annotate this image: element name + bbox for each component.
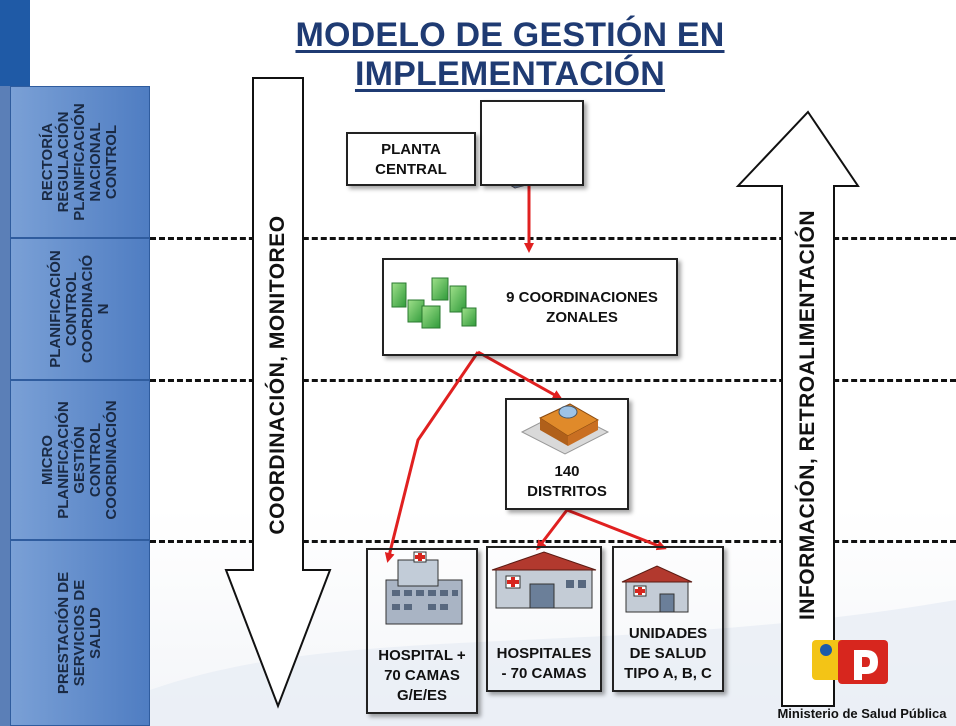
ministry-caption: Ministerio de Salud Pública xyxy=(777,706,947,721)
planta-central-label: PLANTA CENTRAL xyxy=(375,141,447,178)
coordinaciones-box: 9 COORDINACIONES ZONALES xyxy=(382,258,678,356)
hospitales-label: HOSPITALES - 70 CAMAS xyxy=(496,645,592,682)
health-unit-icon xyxy=(621,565,693,613)
distritos-label: 140 DISTRITOS xyxy=(527,463,607,500)
level-band-micro: MICRO PLANIFICACIÓN GESTIÓN CONTROL COOR… xyxy=(10,380,150,540)
connector-coordinaciones-hospital xyxy=(384,351,480,563)
unidades-label: UNIDADES DE SALUD TIPO A, B, C xyxy=(624,625,712,682)
planta-central-box: PLANTA CENTRAL xyxy=(346,132,476,186)
hospital-medium-icon xyxy=(491,551,597,609)
hospital-plus-label: HOSPITAL + 70 CAMAS G/E/ES xyxy=(378,647,466,704)
hospital-plus-box: HOSPITAL + 70 CAMAS G/E/ES xyxy=(366,548,478,714)
right-arrow-label: INFORMACIÓN, RETROALIMENTACIÓN xyxy=(796,209,819,621)
left-edge-bar xyxy=(0,0,12,726)
background-swoosh xyxy=(150,600,956,726)
connector-distritos-unidades xyxy=(566,508,667,551)
connector-coordinaciones-distritos xyxy=(477,350,563,400)
unidades-box: UNIDADES DE SALUD TIPO A, B, C xyxy=(612,546,724,692)
planta-central-image-box xyxy=(480,100,584,186)
left-arrow-label: COORDINACIÓN, MONITOREO xyxy=(266,215,289,535)
slide-title: MODELO DE GESTIÓN EN IMPLEMENTACIÓN xyxy=(295,16,725,93)
left-edge-accent xyxy=(0,0,30,86)
level-band-rectoria: RECTORÍA REGULACIÓN PLANIFICACIÓN NACION… xyxy=(10,86,150,238)
hospitales-box: HOSPITALES - 70 CAMAS xyxy=(486,546,602,692)
distritos-box: 140 DISTRITOS xyxy=(505,398,629,510)
coordination-down-arrow xyxy=(224,77,332,709)
level-separator xyxy=(150,237,956,240)
level-separator xyxy=(150,540,956,543)
hospital-large-icon xyxy=(385,551,463,625)
connector-distritos-hospitales xyxy=(536,509,569,551)
green-buildings-icon xyxy=(391,277,477,329)
msp-logo-icon xyxy=(812,640,888,684)
level-separator xyxy=(150,379,956,382)
coordinaciones-label: 9 COORDINACIONES ZONALES xyxy=(506,289,658,326)
level-band-prestacion: PRESTACIÓN DE SERVICIOS DE SALUD xyxy=(10,540,150,726)
distritos-building-icon xyxy=(520,403,610,455)
information-up-arrow xyxy=(735,110,860,707)
level-band-planificacion: PLANIFICACIÓN CONTROL COORDINACIÓ N xyxy=(10,238,150,380)
